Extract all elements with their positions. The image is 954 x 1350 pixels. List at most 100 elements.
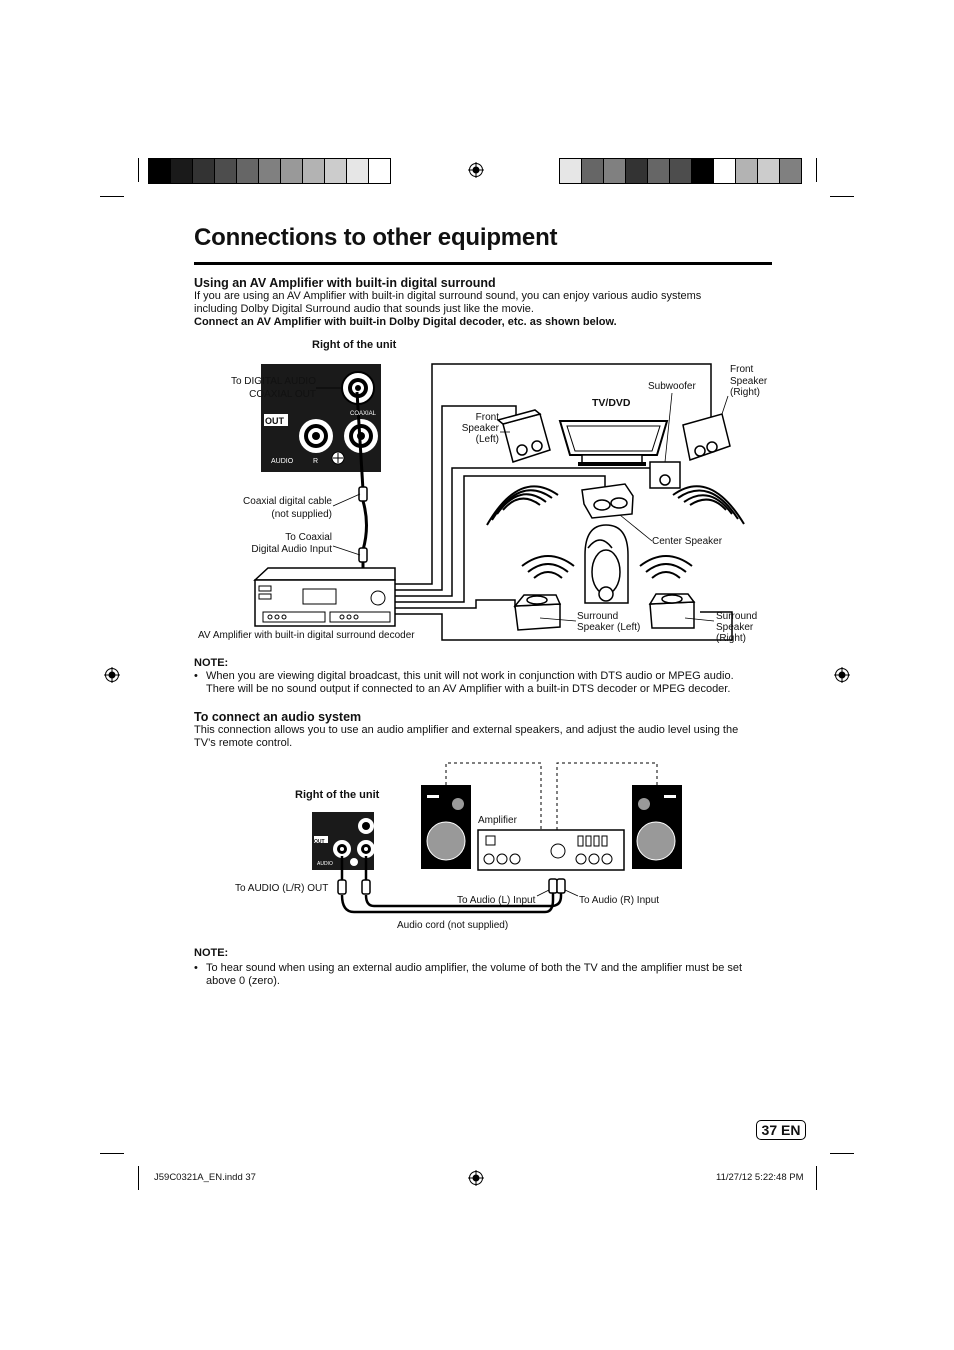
digital-audio-label: COAXIAL OUT xyxy=(249,389,316,400)
footer-timestamp: 11/27/12 5:22:48 PM xyxy=(716,1172,804,1183)
amplifier-label: Amplifier xyxy=(478,815,517,826)
note-text: above 0 (zero). xyxy=(206,975,280,987)
crop-mark xyxy=(100,196,124,197)
surround-right-label: Speaker xyxy=(716,622,754,633)
front-speaker-left-label: Speaker xyxy=(461,423,499,434)
color-swatch xyxy=(149,159,171,183)
front-speaker-left-label: Front xyxy=(475,412,499,423)
body-text: TV’s remote control. xyxy=(194,737,293,749)
subwoofer-icon xyxy=(649,461,681,489)
color-swatch xyxy=(714,159,736,183)
surround-left-label: Speaker (Left) xyxy=(577,622,641,633)
surround-right-label: Surround xyxy=(716,611,758,622)
coaxial-input-label: Digital Audio Input xyxy=(251,544,332,555)
coax-plug-icon xyxy=(358,486,368,502)
color-swatch xyxy=(193,159,215,183)
page-title: Connections to other equipment xyxy=(194,224,558,251)
subwoofer-label: Subwoofer xyxy=(648,381,696,392)
av-amplifier-connection-diagram xyxy=(253,363,745,641)
note-text: When you are viewing digital broadcast, … xyxy=(206,670,734,682)
color-swatch xyxy=(281,159,303,183)
color-swatch xyxy=(648,159,670,183)
color-swatch xyxy=(171,159,193,183)
amplifier-icon xyxy=(477,829,625,871)
bullet-mark: • xyxy=(194,962,198,974)
r-label: R xyxy=(313,458,319,465)
external-speaker-right-icon xyxy=(632,785,682,869)
color-swatch xyxy=(780,159,801,183)
center-speaker-label: Center Speaker xyxy=(652,536,723,547)
note-bullet: • When you are viewing digital broadcast… xyxy=(194,670,774,696)
front-speaker-right-label: Front xyxy=(730,364,754,375)
note-bullet: • To hear sound when using an external a… xyxy=(194,962,774,988)
rca-plug-icon xyxy=(556,878,566,894)
sound-wave-icon xyxy=(486,485,745,579)
color-swatch xyxy=(626,159,648,183)
color-swatch xyxy=(692,159,714,183)
color-swatch xyxy=(369,159,390,183)
title-rule xyxy=(194,262,772,265)
coax-plug-icon xyxy=(358,547,368,563)
color-swatch xyxy=(215,159,237,183)
rca-plug-icon xyxy=(361,879,371,895)
audio-label: AUDIO xyxy=(271,458,294,465)
registration-mark-icon xyxy=(468,162,484,178)
surround-speaker-left-icon xyxy=(513,594,562,631)
crop-mark xyxy=(830,196,854,197)
av-amplifier-caption: AV Amplifier with built-in digital surro… xyxy=(198,630,415,641)
listener-icon xyxy=(584,524,629,604)
surround-left-label: Surround xyxy=(577,611,619,622)
crop-mark xyxy=(138,158,139,182)
color-swatch xyxy=(303,159,325,183)
crop-mark xyxy=(816,1166,817,1190)
crop-mark xyxy=(816,158,817,182)
page-number: 37 EN xyxy=(756,1120,806,1140)
color-swatch xyxy=(758,159,780,183)
registration-mark-icon xyxy=(104,667,120,683)
color-swatch xyxy=(670,159,692,183)
body-text: If you are using an AV Amplifier with bu… xyxy=(194,290,702,302)
audio-system-connection-diagram xyxy=(312,762,682,914)
crop-mark xyxy=(138,1166,139,1190)
registration-mark-icon xyxy=(468,1170,484,1186)
color-swatch xyxy=(582,159,604,183)
note-heading: NOTE: xyxy=(194,947,229,959)
section-heading-av-amplifier: Using an AV Amplifier with built-in digi… xyxy=(194,276,496,290)
external-speaker-left-icon xyxy=(421,785,471,869)
tv-dvd-label: TV/DVD xyxy=(592,397,631,409)
body-text: This connection allows you to use an aud… xyxy=(194,724,739,736)
coaxial-cable-label: (not supplied) xyxy=(271,509,332,520)
out-label: OUT xyxy=(314,839,325,845)
color-swatch xyxy=(237,159,259,183)
right-color-bar xyxy=(559,158,802,184)
color-swatch xyxy=(736,159,758,183)
crop-mark xyxy=(100,1153,124,1154)
color-swatch xyxy=(347,159,369,183)
surround-right-label: (Right) xyxy=(716,633,747,644)
note-text: There will be no sound output if connect… xyxy=(206,683,731,695)
audio-cord-label: Audio cord (not supplied) xyxy=(397,920,509,931)
coaxial-cable-label: Coaxial digital cable xyxy=(243,496,332,507)
out-label-box xyxy=(264,414,288,426)
rca-plug-icon xyxy=(548,878,558,894)
color-swatch xyxy=(560,159,582,183)
color-swatch xyxy=(325,159,347,183)
crop-mark xyxy=(830,1153,854,1154)
coaxial-input-label: To Coaxial xyxy=(285,532,332,543)
audio-label: AUDIO xyxy=(317,861,333,867)
center-speaker-icon xyxy=(581,483,634,519)
right-of-unit-label: Right of the unit xyxy=(295,789,380,801)
left-color-bar xyxy=(148,158,391,184)
body-text: including Dolby Digital Surround audio t… xyxy=(194,303,534,315)
body-text-bold: Connect an AV Amplifier with built-in Do… xyxy=(194,316,617,328)
rca-plug-icon xyxy=(337,879,347,895)
color-swatch xyxy=(259,159,281,183)
audio-l-input-label: To Audio (L) Input xyxy=(457,895,536,906)
out-label: OUT xyxy=(265,416,284,426)
front-speaker-left-label: (Left) xyxy=(475,434,499,445)
bullet-mark: • xyxy=(194,670,198,682)
audio-out-label: To AUDIO (L/R) OUT xyxy=(235,883,329,894)
footer-file-name: J59C0321A_EN.indd 37 xyxy=(154,1172,256,1183)
section-heading-audio-system: To connect an audio system xyxy=(194,710,362,724)
note-heading: NOTE: xyxy=(194,657,229,669)
